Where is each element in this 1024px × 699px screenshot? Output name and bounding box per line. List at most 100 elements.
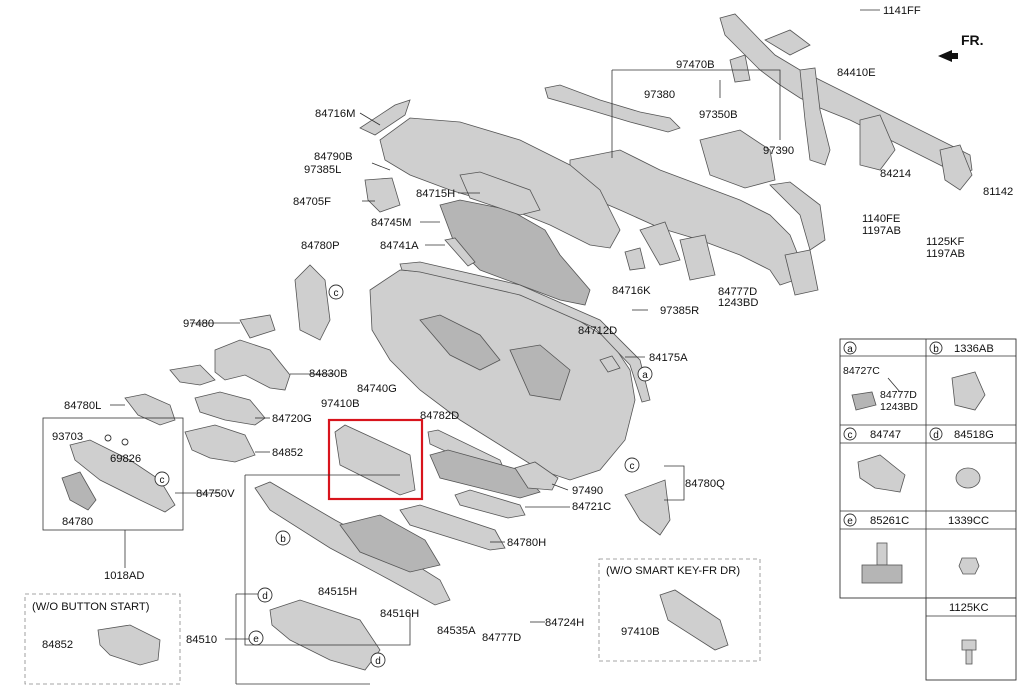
part-label: 1125KF: [926, 236, 965, 248]
part-label: 84535A: [437, 625, 476, 637]
variant-no-smart-key: (W/O SMART KEY-FR DR): [598, 558, 761, 662]
legend-cell-a: a 84727C 84777D 1243BD: [843, 341, 918, 413]
part-label: 84410E: [837, 67, 876, 79]
legend-cell-e: e 85261C: [843, 513, 909, 584]
part-label: 1197AB: [926, 248, 965, 260]
bracket-assembly-icon: [851, 391, 877, 411]
part-label: 84852: [42, 639, 73, 651]
part-label: 84510: [186, 634, 217, 646]
part-label: 84777D: [718, 286, 757, 298]
part-label: 84780: [62, 516, 93, 528]
part-label: 1018AD: [104, 570, 144, 582]
svg-text:b: b: [280, 534, 286, 545]
main-panel-frame: [369, 261, 651, 481]
part-label: 84780L: [64, 400, 101, 412]
part-label: 84790B: [314, 151, 353, 163]
svg-text:a: a: [642, 370, 648, 381]
variant-label: (W/O BUTTON START): [32, 601, 150, 613]
part-label: 97470B: [676, 59, 715, 71]
part-label: 93703: [52, 431, 83, 443]
svg-text:e: e: [253, 634, 259, 645]
direction-indicator: FR.: [938, 32, 984, 62]
part-label: 84720G: [272, 413, 312, 425]
part-label: 84747: [870, 429, 901, 441]
legend-cell-1125kc: 1125KC: [949, 602, 989, 665]
legend-cell-b: b 1336AB: [929, 341, 994, 411]
left-cluster-parts: [124, 264, 331, 463]
part-label: 81142: [983, 186, 1013, 198]
part-label: 84716K: [612, 285, 651, 297]
part-label: 1197AB: [862, 225, 901, 237]
part-label: 84750V: [196, 488, 235, 500]
cowl-cross-member: [719, 13, 973, 191]
callout-b: b: [275, 530, 291, 546]
part-label: 84745M: [371, 217, 411, 229]
part-label: 97385L: [304, 164, 341, 176]
part-label: 1336AB: [954, 343, 994, 355]
part-label: 84777D: [482, 632, 521, 644]
part-label: 84740G: [357, 383, 397, 395]
callout-circles: c a c c b d e d: [154, 284, 653, 668]
part-label: 1125KC: [949, 602, 989, 614]
lower-parts: [254, 424, 671, 671]
part-label: 97490: [572, 485, 603, 497]
nut-icon: [958, 557, 980, 575]
retainer-clip-icon: [857, 454, 906, 493]
svg-text:c: c: [630, 461, 635, 472]
callout-c: c: [328, 284, 344, 300]
part-label: 1243BD: [880, 401, 918, 413]
svg-text:d: d: [933, 430, 939, 441]
svg-text:c: c: [160, 475, 165, 486]
part-label: 84852: [272, 447, 303, 459]
part-label: 97410B: [321, 398, 360, 410]
callout-d: d: [370, 652, 386, 668]
svg-text:c: c: [334, 288, 339, 299]
part-label: 84516H: [380, 608, 419, 620]
part-label: 1243BD: [718, 297, 758, 309]
part-label: 84515H: [318, 586, 357, 598]
part-label: 97410B: [621, 626, 660, 638]
part-label: 84780Q: [685, 478, 725, 490]
crash-pad-upper: [359, 99, 646, 306]
leader-lines: [110, 9, 880, 640]
callout-c: c: [154, 471, 170, 487]
legend-cell-1339cc: 1339CC: [948, 515, 989, 575]
svg-text:d: d: [262, 591, 268, 602]
part-label: 84518G: [954, 429, 994, 441]
part-label: 97380: [644, 89, 675, 101]
part-label: 84830B: [309, 368, 348, 380]
part-label: 97390: [763, 145, 794, 157]
clip-icon: [951, 371, 986, 411]
legend-cell-c: c 84747: [843, 427, 906, 493]
variant-label: (W/O SMART KEY-FR DR): [606, 565, 740, 577]
callout-e: e: [248, 630, 264, 646]
part-label: 97480: [183, 318, 214, 330]
svg-text:e: e: [847, 516, 853, 527]
part-label: 1339CC: [948, 515, 989, 527]
part-label: 84175A: [649, 352, 688, 364]
part-label: 84727C: [843, 365, 880, 377]
part-label: 84782D: [420, 410, 459, 422]
part-label: 1140FE: [862, 213, 900, 225]
svg-text:b: b: [933, 344, 939, 355]
highlight-box: [327, 418, 424, 501]
part-label: 84780P: [301, 240, 340, 252]
part-label: 84716M: [315, 108, 355, 120]
part-label: 84715H: [416, 188, 455, 200]
front-direction-label: FR.: [961, 32, 984, 48]
variant-no-button-start: (W/O BUTTON START): [24, 593, 181, 685]
part-label: 1141FF: [883, 5, 921, 17]
part-label: 84777D: [880, 389, 917, 401]
legend-cell-d: d 84518G: [929, 427, 994, 489]
part-label: 84705F: [293, 196, 331, 208]
part-labels: 1141FF 97470B 84410E 97380 97350B 97390 …: [42, 5, 1013, 651]
bolt-icon: [961, 639, 977, 651]
part-label: 84712D: [578, 325, 617, 337]
part-label: 84214: [880, 168, 911, 180]
callout-d: d: [257, 587, 273, 603]
part-label: 84780H: [507, 537, 546, 549]
callout-a: a: [637, 366, 653, 382]
bumper-icon: [955, 467, 981, 489]
part-label: 85261C: [870, 515, 909, 527]
